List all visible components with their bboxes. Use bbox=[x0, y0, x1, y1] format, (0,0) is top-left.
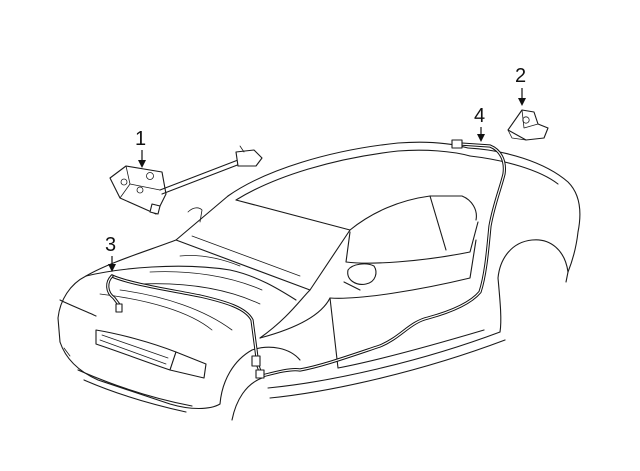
part-1-module bbox=[109, 145, 263, 215]
callout-1: 1 bbox=[135, 128, 146, 168]
callout-label-4: 4 bbox=[474, 105, 485, 127]
callout-label-2: 2 bbox=[515, 65, 526, 87]
callout-arrow-2 bbox=[518, 98, 526, 106]
car-body bbox=[57, 141, 581, 421]
harness-clip-2 bbox=[255, 369, 265, 379]
harness-clip-1 bbox=[251, 355, 261, 367]
part-2-bracket bbox=[507, 109, 549, 141]
wiring-harness bbox=[106, 139, 506, 379]
harness-connector-front bbox=[115, 303, 123, 313]
callout-3: 3 bbox=[105, 234, 116, 272]
callout-arrow-1 bbox=[138, 160, 146, 168]
callout-4: 4 bbox=[474, 105, 485, 142]
harness-connector-rear bbox=[451, 139, 463, 149]
callout-arrow-3 bbox=[108, 264, 116, 272]
callout-label-3: 3 bbox=[105, 234, 116, 256]
callout-label-1: 1 bbox=[135, 128, 146, 150]
callout-arrow-4 bbox=[477, 134, 485, 142]
callout-2: 2 bbox=[515, 65, 526, 106]
